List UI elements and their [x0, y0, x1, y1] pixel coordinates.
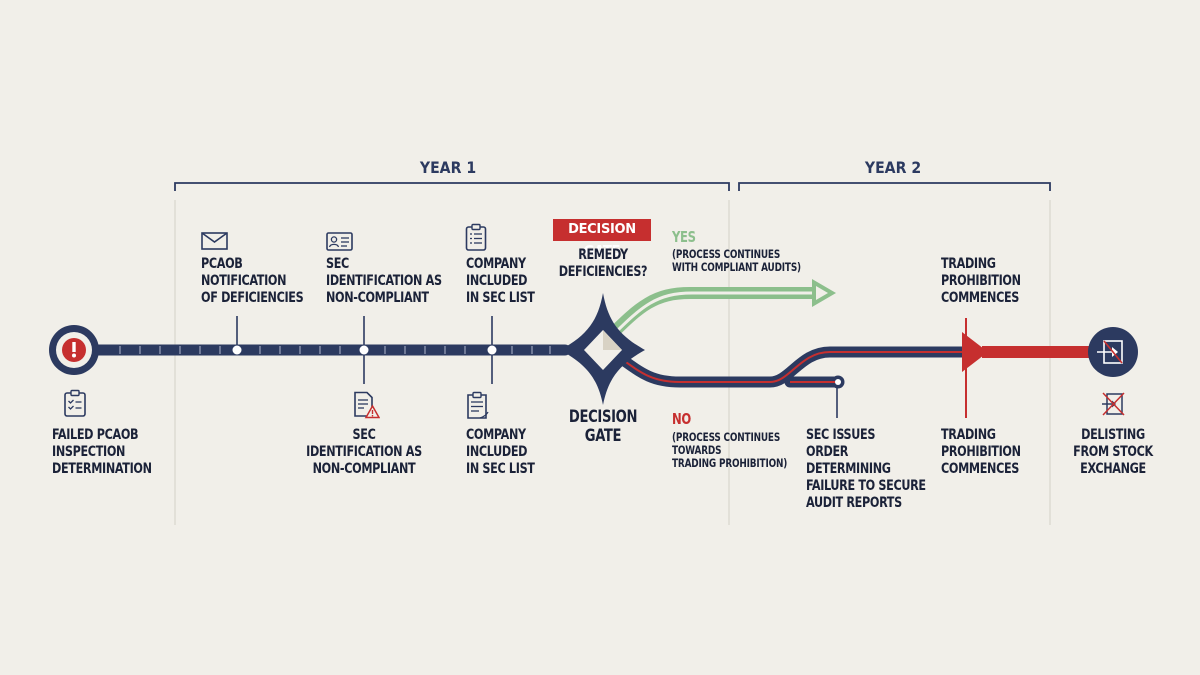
company-list-label-top: COMPANY INCLUDED IN SEC LIST	[466, 256, 535, 306]
year-2-label: YEAR 2	[864, 158, 922, 177]
sec-identification-label-top: SEC IDENTIFICATION AS NON-COMPLIANT	[326, 256, 442, 306]
decision-gate-diamond	[560, 293, 645, 405]
sec-identification-label-bottom: SEC IDENTIFICATION AS NON-COMPLIANT	[306, 427, 422, 477]
year-2-bracket	[738, 182, 1051, 191]
connector-stems	[236, 316, 838, 418]
no-branch-note: (PROCESS CONTINUES TOWARDS TRADING PROHI…	[672, 430, 788, 470]
year-1-bracket	[174, 182, 730, 191]
yes-branch-title: YES	[672, 228, 696, 246]
clipboard-list-icon	[465, 223, 487, 251]
trading-prohibition-label-bottom: TRADING PROHIBITION COMMENCES	[941, 427, 1021, 477]
clipboard-list-icon	[467, 391, 489, 419]
decision-gate-badge: DECISION GATE	[553, 219, 651, 259]
decision-question: REMEDY DEFICIENCIES?	[558, 247, 648, 280]
notification-step-label: PCAOB NOTIFICATION OF DEFICIENCIES	[201, 256, 304, 306]
id-card-icon	[326, 232, 353, 251]
milestone-dots	[232, 345, 497, 355]
clipboard-checklist-icon	[64, 389, 86, 417]
start-node	[49, 325, 99, 375]
no-branch-title: NO	[672, 410, 691, 428]
document-warning-icon	[354, 391, 380, 419]
sec-order-label: SEC ISSUES ORDER DETERMINING FAILURE TO …	[806, 427, 926, 511]
end-node	[1088, 327, 1138, 377]
yes-branch-arrow	[604, 279, 836, 342]
timeline-ticks	[119, 346, 551, 354]
decision-gate-label: DECISION GATE	[568, 407, 638, 446]
envelope-icon	[201, 232, 228, 250]
start-step-label: FAILED PCAOB INSPECTION DETERMINATION	[52, 427, 152, 477]
company-list-label-bottom: COMPANY INCLUDED IN SEC LIST	[466, 427, 535, 477]
delisting-label: DELISTING FROM STOCK EXCHANGE	[1073, 427, 1153, 477]
year-1-label: YEAR 1	[419, 158, 477, 177]
trading-prohibition-bar	[962, 318, 1098, 418]
trading-prohibition-label-top: TRADING PROHIBITION COMMENCES	[941, 256, 1021, 306]
yes-branch-note: (PROCESS CONTINUES WITH COMPLIANT AUDITS…	[672, 247, 801, 274]
no-branch-path	[606, 346, 971, 389]
crossed-exit-icon	[1102, 392, 1125, 416]
guide-lines	[174, 200, 1051, 525]
